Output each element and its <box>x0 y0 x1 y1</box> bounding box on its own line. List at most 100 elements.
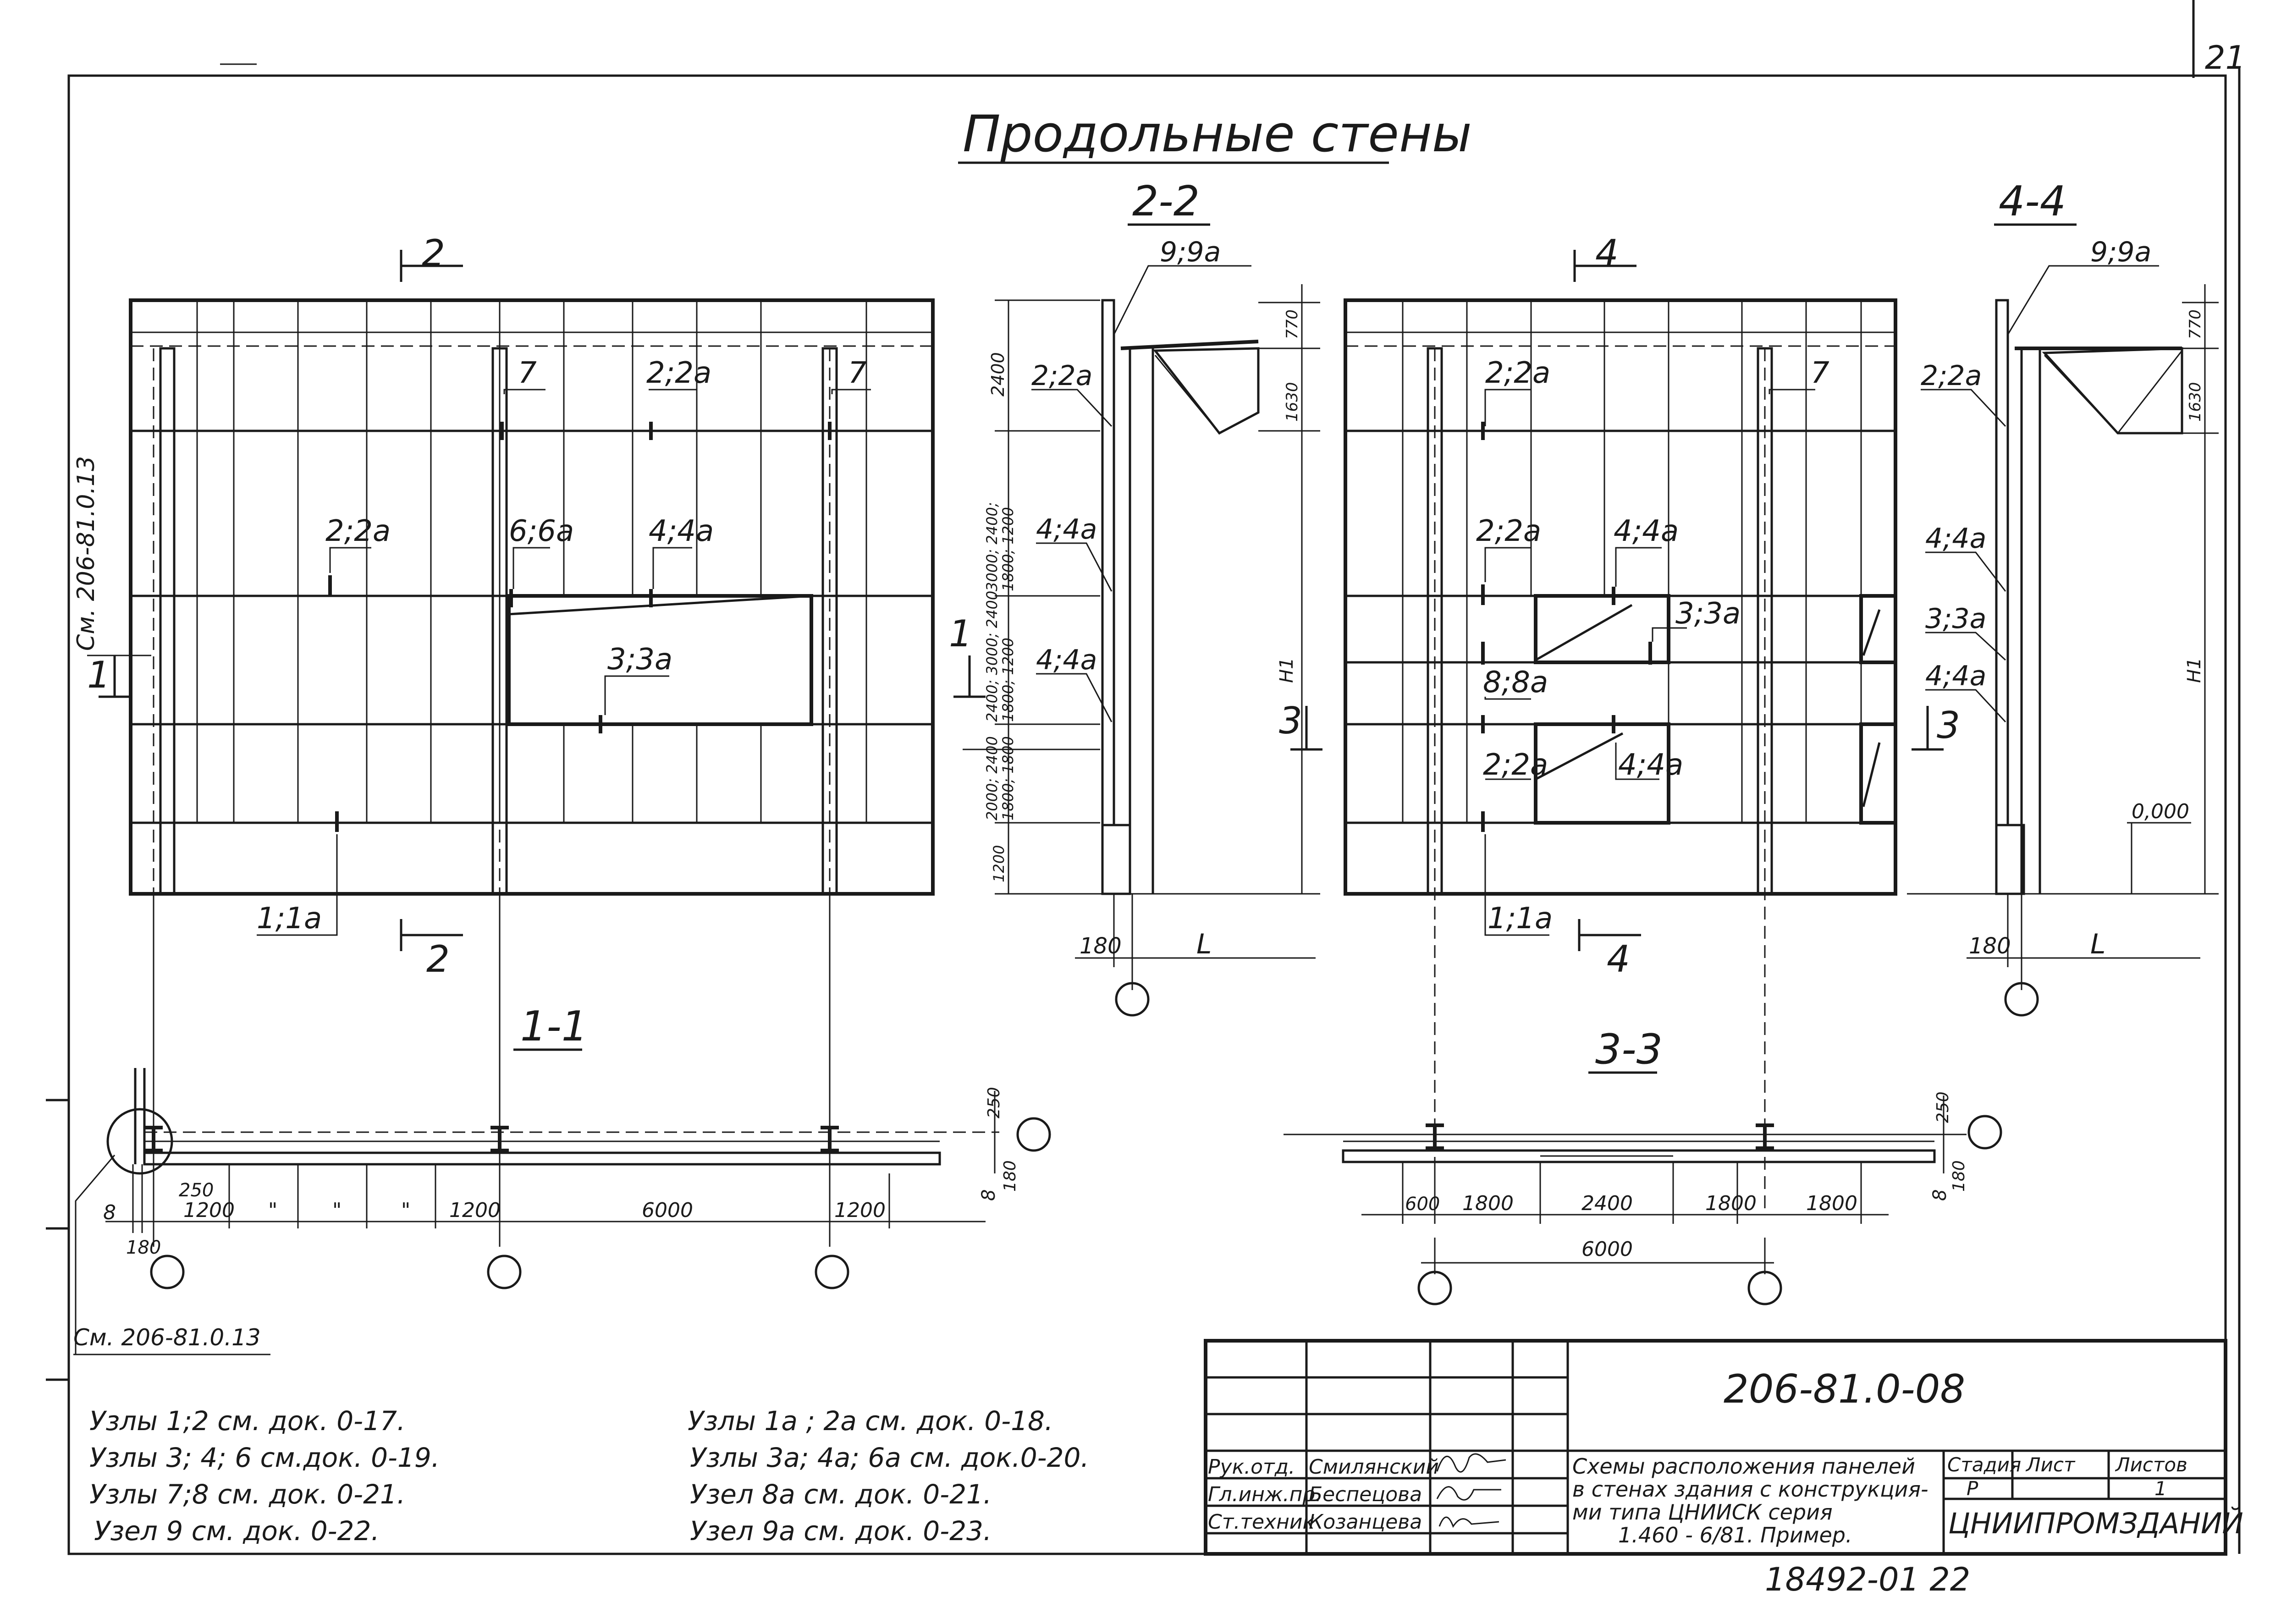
cut-3-right: 3 <box>1937 704 1960 747</box>
node-label: 4;4а <box>1036 513 1097 545</box>
note-line: Узлы 7;8 см. док. 0-21. <box>89 1479 405 1510</box>
dim: 770 <box>2186 309 2204 339</box>
node-label: 4;4а <box>1925 660 1986 692</box>
cut-markers-left: 2 2 1 1 <box>87 232 986 980</box>
cut-3: 3 <box>1279 699 1302 742</box>
dim: 180 <box>1001 1160 1019 1192</box>
dim: 2400 <box>1581 1192 1633 1215</box>
level-0: 0,000 <box>2132 800 2189 823</box>
note-line: Узлы 1а ; 2а см. док. 0-18. <box>688 1405 1053 1437</box>
node-label: 2;2а <box>1485 356 1550 390</box>
corner-sheet-number: 21 <box>2205 39 2246 77</box>
note-line: Узел 9 см. док. 0-22. <box>94 1515 380 1547</box>
role-label: Гл.инж.пр. <box>1208 1483 1322 1506</box>
cut-2-bottom: 2 <box>426 938 450 980</box>
dim: 1800 <box>1806 1192 1857 1215</box>
title-block: 206-81.0-08 Рук.отд. Гл.инж.пр. Ст.техни… <box>1204 1339 2243 1556</box>
person-name: Смилянский <box>1309 1455 1439 1479</box>
dim: 8 <box>978 1189 999 1201</box>
col-header-sheets: Листов <box>2115 1453 2187 1476</box>
dim: " <box>268 1199 277 1222</box>
col-header-sheet: Лист <box>2025 1453 2076 1476</box>
node-label: 3;3а <box>607 643 672 677</box>
sheet-frame <box>46 0 2241 1555</box>
cut-2-top: 2 <box>422 232 445 275</box>
stage-value: Р <box>1967 1477 1978 1500</box>
archive-number: 18492-01 22 <box>1765 1561 1970 1598</box>
h-label: H1 <box>2184 657 2205 683</box>
dim: 600 <box>1405 1194 1440 1215</box>
notes-left: Узлы 1;2 см. док. 0-17. Узлы 3; 4; 6 см.… <box>89 1405 440 1547</box>
cut-4-bottom: 4 <box>1607 938 1630 980</box>
node-label: 7 <box>518 356 537 390</box>
node-label: 4;4а <box>1614 514 1679 548</box>
elevation-right <box>1344 298 1897 1215</box>
plan-3-3: 3-3 600 1800 2400 1800 1800 <box>1284 1025 2002 1305</box>
elevation-right-labels: 2;2а 7 2;2а 4;4а 3;3а 8;8а 2;2а 4;4а 1;1… <box>1476 356 1829 936</box>
elevation-left-side-note: См. 206-81.0.13 <box>72 456 100 651</box>
dim: 3000; 2400; <box>983 502 1001 591</box>
section-4-4: 4-4 770 1630 H1 9;9а 2;2а 4;4а 3;3а 4;4а… <box>1907 177 2219 1017</box>
node-label: 2;2а <box>1031 360 1092 392</box>
dim-180: 180 <box>1080 933 1122 959</box>
note-line: Узлы 1;2 см. док. 0-17. <box>89 1405 405 1437</box>
person-name: Козанцева <box>1309 1510 1422 1534</box>
dim: 1200 <box>449 1199 501 1222</box>
dim: 1800 <box>1705 1192 1757 1215</box>
dim: 1630 <box>1283 382 1301 422</box>
role-label: Рук.отд. <box>1208 1455 1295 1479</box>
dim: 250 <box>179 1180 214 1201</box>
dim: 1800; 1200 <box>999 638 1017 722</box>
sheets-value: 1 <box>2154 1477 2167 1500</box>
dim-total: 6000 <box>1581 1238 1633 1261</box>
col-header-stage: Стадия <box>1947 1453 2021 1476</box>
cut-markers-right: 4 4 3 <box>1573 232 1960 980</box>
cut-1-right: 1 <box>949 612 972 655</box>
dim: 1800; 1200 <box>999 507 1017 591</box>
node-label: 4;4а <box>1036 644 1097 676</box>
dim: 8 <box>103 1201 116 1224</box>
dim-180: 180 <box>1969 933 2011 959</box>
cut-4-top: 4 <box>1595 232 1619 275</box>
node-label: 2;2а <box>325 514 391 548</box>
person-name: Беспецова <box>1309 1483 1422 1506</box>
description-line: в стенах здания с конструкция- <box>1572 1477 1928 1502</box>
document-number: 206-81.0-08 <box>1724 1366 1965 1412</box>
node-label: 1;1а <box>257 902 322 936</box>
elevation-left-labels: 2;2а 7 7 6;6а 4;4а 2;2а 3;3а 1;1а <box>257 356 867 936</box>
dim: 1630 <box>2186 382 2204 422</box>
signature <box>1436 1453 1506 1473</box>
plan-note: См. 206-81.0.13 <box>73 1324 261 1351</box>
dim: 250 <box>1934 1091 1952 1123</box>
dim: 1200 <box>183 1199 235 1222</box>
dim: 2000; 2400 <box>983 736 1001 820</box>
organization: ЦНИИПРОМЗДАНИЙ <box>1948 1506 2243 1540</box>
node-label: 8;8а <box>1483 666 1548 699</box>
note-line: Узел 9а см. док. 0-23. <box>690 1515 992 1547</box>
elevation-left: См. 206-81.0.13 <box>72 298 935 1215</box>
signature <box>1436 1486 1501 1501</box>
dim-L: L <box>2090 928 2105 960</box>
dim-L: L <box>1196 928 1212 960</box>
node-label: 2;2а <box>1921 360 1982 392</box>
dim: 8 <box>1929 1189 1950 1201</box>
note-line: Узел 8а см. док. 0-21. <box>690 1479 992 1510</box>
node-label: 7 <box>848 356 867 390</box>
node-label: 9;9а <box>1160 236 1221 268</box>
signature <box>1438 1516 1499 1528</box>
notes-right: Узлы 1а ; 2а см. док. 0-18. Узлы 3а; 4а;… <box>688 1405 1089 1547</box>
node-label: 3;3а <box>1925 603 1986 635</box>
node-label: 4;4а <box>649 514 714 548</box>
node-label: 4;4а <box>1618 748 1683 782</box>
node-label: 7 <box>1811 356 1829 390</box>
section-1-1-title: 1-1 <box>520 1002 588 1051</box>
dim: " <box>401 1199 410 1222</box>
description-line: Схемы расположения панелей <box>1572 1454 1915 1479</box>
dim: 2400 <box>988 352 1008 396</box>
cut-1-left: 1 <box>87 654 110 696</box>
node-label: 1;1а <box>1488 902 1553 936</box>
note-line: Узлы 3а; 4а; 6а см. док.0-20. <box>690 1442 1089 1473</box>
dim: " <box>332 1199 342 1222</box>
dim: 770 <box>1283 309 1301 339</box>
